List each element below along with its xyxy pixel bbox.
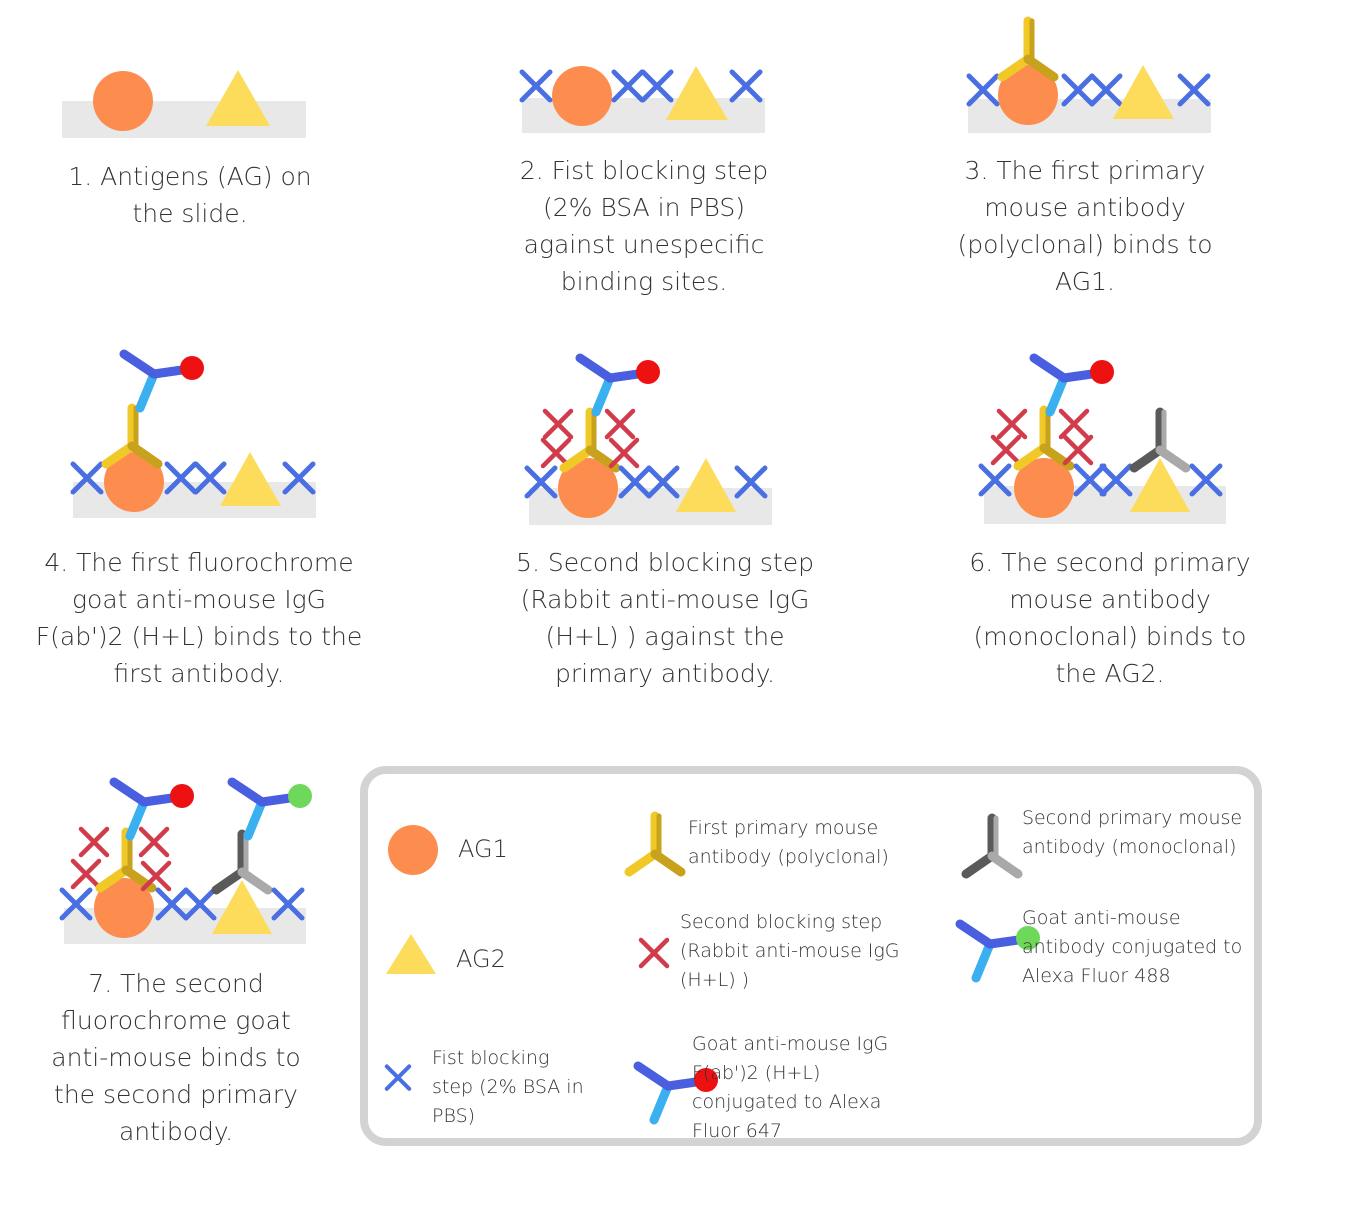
ag2-triangle-icon	[212, 880, 272, 934]
ag2-triangle-icon	[220, 452, 281, 506]
ag2-triangle-icon	[676, 458, 736, 512]
ag1-circle-icon	[94, 878, 154, 938]
ag2-triangle-icon	[206, 70, 270, 126]
step-6-panel	[978, 352, 1228, 526]
legend-ag1-label: AG1	[458, 835, 508, 863]
ag1-circle-icon	[552, 66, 612, 126]
ag2-triangle-icon	[666, 66, 728, 120]
step-5-caption: 5. Second blocking step(Rabbit anti-mous…	[516, 548, 814, 688]
rabbit-cross-icon	[545, 411, 571, 437]
rabbit-cross-icon	[73, 861, 99, 887]
legend-second-blocking-label: Second blocking step(Rabbit anti-mouse I…	[680, 911, 900, 991]
step-4-panel	[70, 348, 320, 520]
bsa-cross-icon	[387, 1066, 409, 1088]
legend-second-blocking: Second blocking step(Rabbit anti-mouse I…	[630, 908, 930, 1008]
goat-647-antibody-icon	[124, 354, 204, 408]
legend-ag1: AG1	[380, 814, 580, 875]
ag1-circle-icon	[104, 452, 164, 512]
rabbit-cross-icon	[993, 437, 1019, 463]
rabbit-cross-icon	[1061, 411, 1087, 437]
rabbit-cross-icon	[641, 940, 667, 966]
ag2-triangle-icon	[1113, 65, 1174, 119]
bsa-cross-icon	[643, 72, 671, 100]
ag1-circle-icon	[998, 65, 1058, 125]
legend-ag2: AG2	[378, 924, 578, 984]
step-5-panel	[524, 358, 774, 528]
step-1-panel	[62, 60, 308, 140]
ag2-triangle-icon	[1130, 458, 1190, 512]
rabbit-cross-icon	[611, 440, 637, 466]
ag1-circle-icon	[558, 458, 618, 518]
bsa-cross-icon	[614, 72, 642, 100]
goat-488-antibody-icon	[232, 782, 312, 836]
step-3-panel	[966, 15, 1212, 137]
ag1-circle-icon	[1014, 458, 1074, 518]
step-2-caption: 2. Fist blocking step(2% BSA in PBS)agai…	[519, 156, 769, 296]
ag2-triangle-icon	[386, 934, 436, 974]
step-7-panel	[60, 774, 312, 946]
polyclonal-antibody-icon	[629, 816, 681, 872]
ag1-circle-icon	[388, 825, 438, 875]
goat-647-antibody-icon	[580, 358, 660, 412]
rabbit-cross-icon	[143, 863, 169, 889]
monoclonal-antibody-icon	[966, 818, 1018, 874]
step-2-panel	[520, 56, 766, 136]
rabbit-cross-icon	[607, 411, 633, 437]
rabbit-cross-icon	[81, 829, 107, 855]
legend-ag2-label: AG2	[456, 945, 506, 973]
rabbit-cross-icon	[999, 411, 1025, 437]
rabbit-cross-icon	[1065, 437, 1091, 463]
ag1-circle-icon	[93, 71, 153, 131]
bsa-cross-icon	[522, 72, 550, 100]
goat-647-antibody-icon	[1034, 358, 1114, 412]
bsa-cross-icon	[732, 72, 760, 100]
rabbit-cross-icon	[141, 829, 167, 855]
